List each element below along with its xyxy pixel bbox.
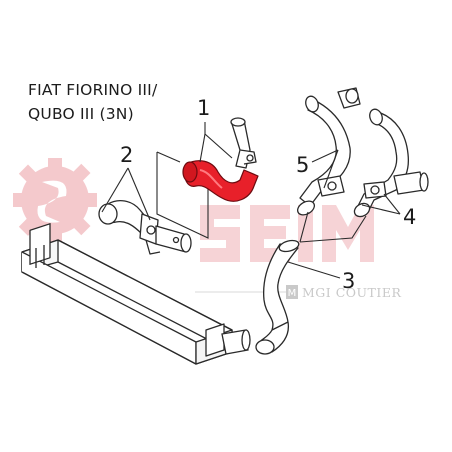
callout-part-4: 4 <box>403 205 417 229</box>
hose-part-2 <box>98 199 192 255</box>
callout-part-3: 3 <box>342 269 356 293</box>
hose-part-3 <box>255 239 300 355</box>
watermark-gear-logo <box>13 158 97 242</box>
intercooler-outlet <box>221 329 251 355</box>
hose-part-1-highlighted <box>182 160 259 202</box>
part-1-fitting <box>230 117 257 169</box>
watermark-tagline: MGI COUTIER <box>302 285 402 300</box>
callout-part-1: 1 <box>197 96 211 120</box>
watermark-logo-letters <box>200 205 374 262</box>
leader-lines <box>101 122 401 279</box>
vehicle-title-line-1: FIAT FIORINO III/ <box>28 81 158 99</box>
watermark-m-emblem: M <box>286 285 298 299</box>
callout-part-5: 5 <box>296 153 310 177</box>
svg-text:M: M <box>288 288 297 299</box>
intercooler <box>21 223 233 365</box>
part-2-bracket <box>156 151 209 239</box>
callout-part-2: 2 <box>120 143 134 167</box>
pipe-part-5 <box>296 87 361 216</box>
vehicle-title-line-2: QUBO III (3N) <box>28 105 134 123</box>
pipe-part-4 <box>353 108 429 218</box>
